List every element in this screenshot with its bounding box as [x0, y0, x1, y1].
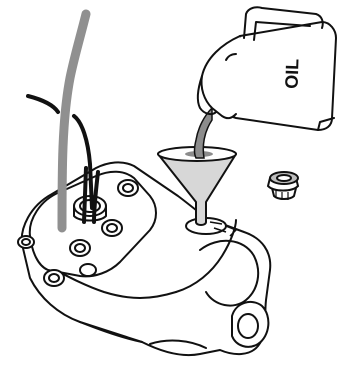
filler-plug-icon	[268, 172, 298, 200]
bolt-3	[70, 240, 90, 256]
bolt-6	[80, 264, 96, 276]
bolt-5	[118, 180, 138, 196]
jug-label: OIL	[281, 58, 302, 89]
bolt-1	[18, 236, 34, 248]
oil-jug-icon	[198, 7, 336, 130]
bolt-2	[44, 270, 64, 286]
bolt-4	[102, 220, 122, 236]
